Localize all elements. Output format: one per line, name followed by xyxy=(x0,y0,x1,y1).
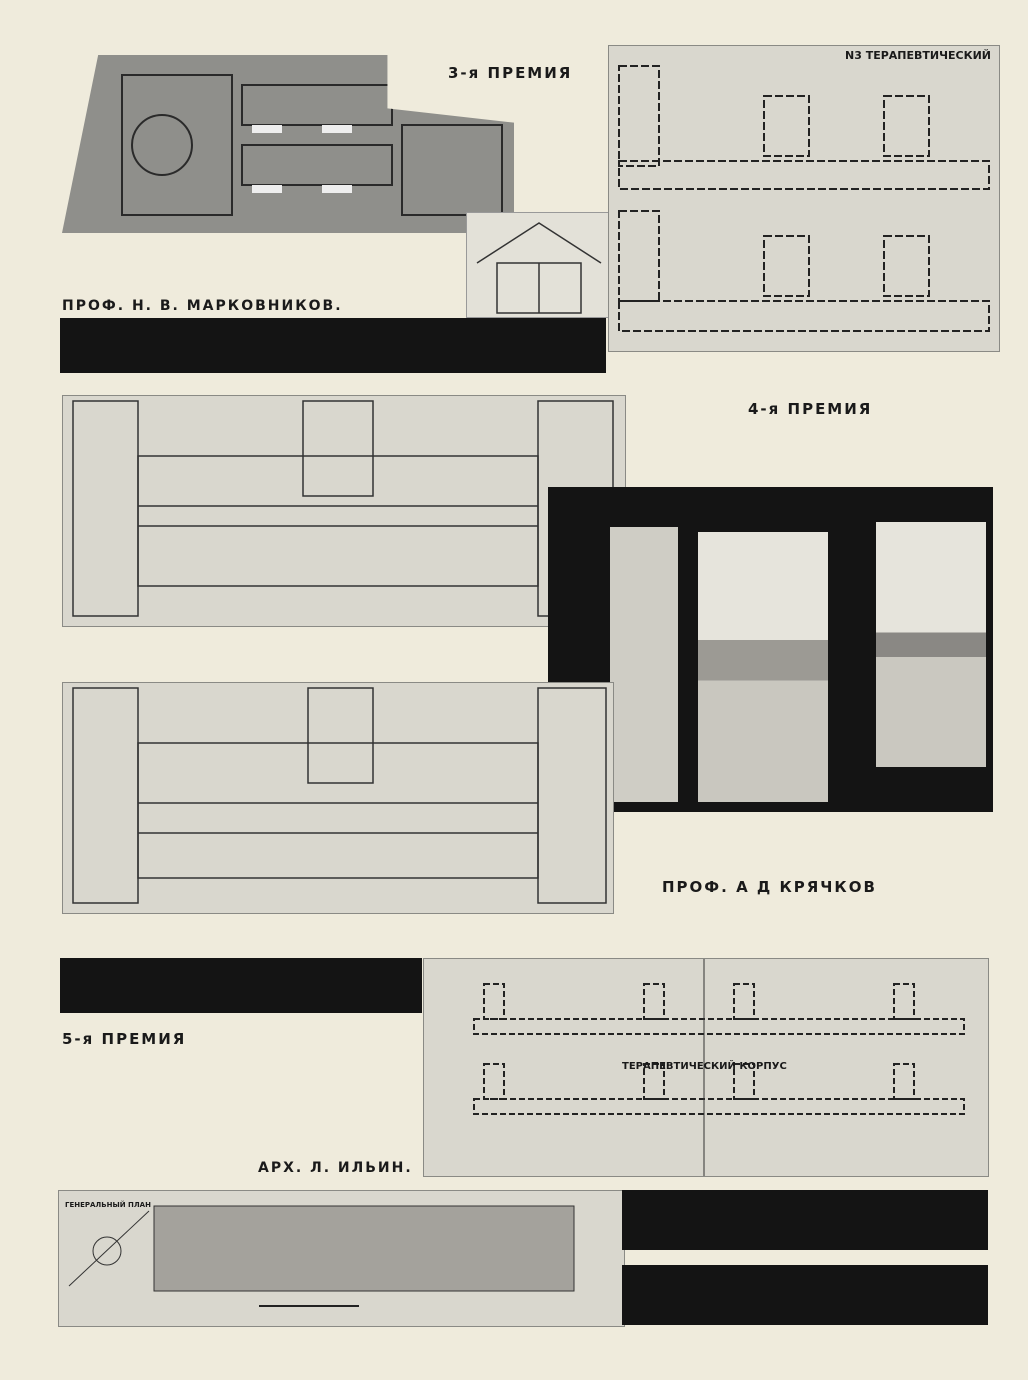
site-plan-3rd-prize xyxy=(62,55,514,233)
prize-title-4th: 4-я ПРЕМИЯ xyxy=(748,400,873,418)
prize-title-5th: 5-я ПРЕМИЯ xyxy=(62,1030,187,1048)
black-bar xyxy=(60,318,606,373)
perspective-view xyxy=(548,487,993,812)
general-site-plan: ГЕНЕРАЛЬНЫЙ ПЛАН xyxy=(58,1190,625,1327)
plan-label-therapeutic-building: ТЕРАПЕВТИЧЕСКИЙ КОРПУС xyxy=(622,1061,787,1072)
therapeutic-plan-5th-prize: ТЕРАПЕВТИЧЕСКИЙ КОРПУС xyxy=(423,958,989,1177)
genplan-label: ГЕНЕРАЛЬНЫЙ ПЛАН xyxy=(65,1201,151,1209)
black-bar xyxy=(622,1265,988,1325)
plan-label-therapeutic: N3 ТЕРАПЕВТИЧЕСКИЙ xyxy=(845,49,991,62)
floor-plan-4th-prize-upper xyxy=(62,395,626,627)
floor-plan-4th-prize-lower xyxy=(62,682,614,914)
author-ilyin: АРХ. Л. ИЛЬИН. xyxy=(258,1160,413,1176)
black-bar xyxy=(60,958,422,1013)
prize-title-3rd: 3-я ПРЕМИЯ xyxy=(448,64,573,82)
author-markovnikov: ПРОФ. Н. В. МАРКОВНИКОВ. xyxy=(62,298,343,314)
therapeutic-plan-3rd-prize: N3 ТЕРАПЕВТИЧЕСКИЙ xyxy=(608,45,1000,352)
section-drawing xyxy=(466,212,612,318)
black-bar xyxy=(622,1190,988,1250)
site-plan-drawing xyxy=(121,74,503,216)
floor-plan-drawing xyxy=(618,65,990,332)
author-kryachkov: ПРОФ. А Д КРЯЧКОВ xyxy=(662,878,877,896)
